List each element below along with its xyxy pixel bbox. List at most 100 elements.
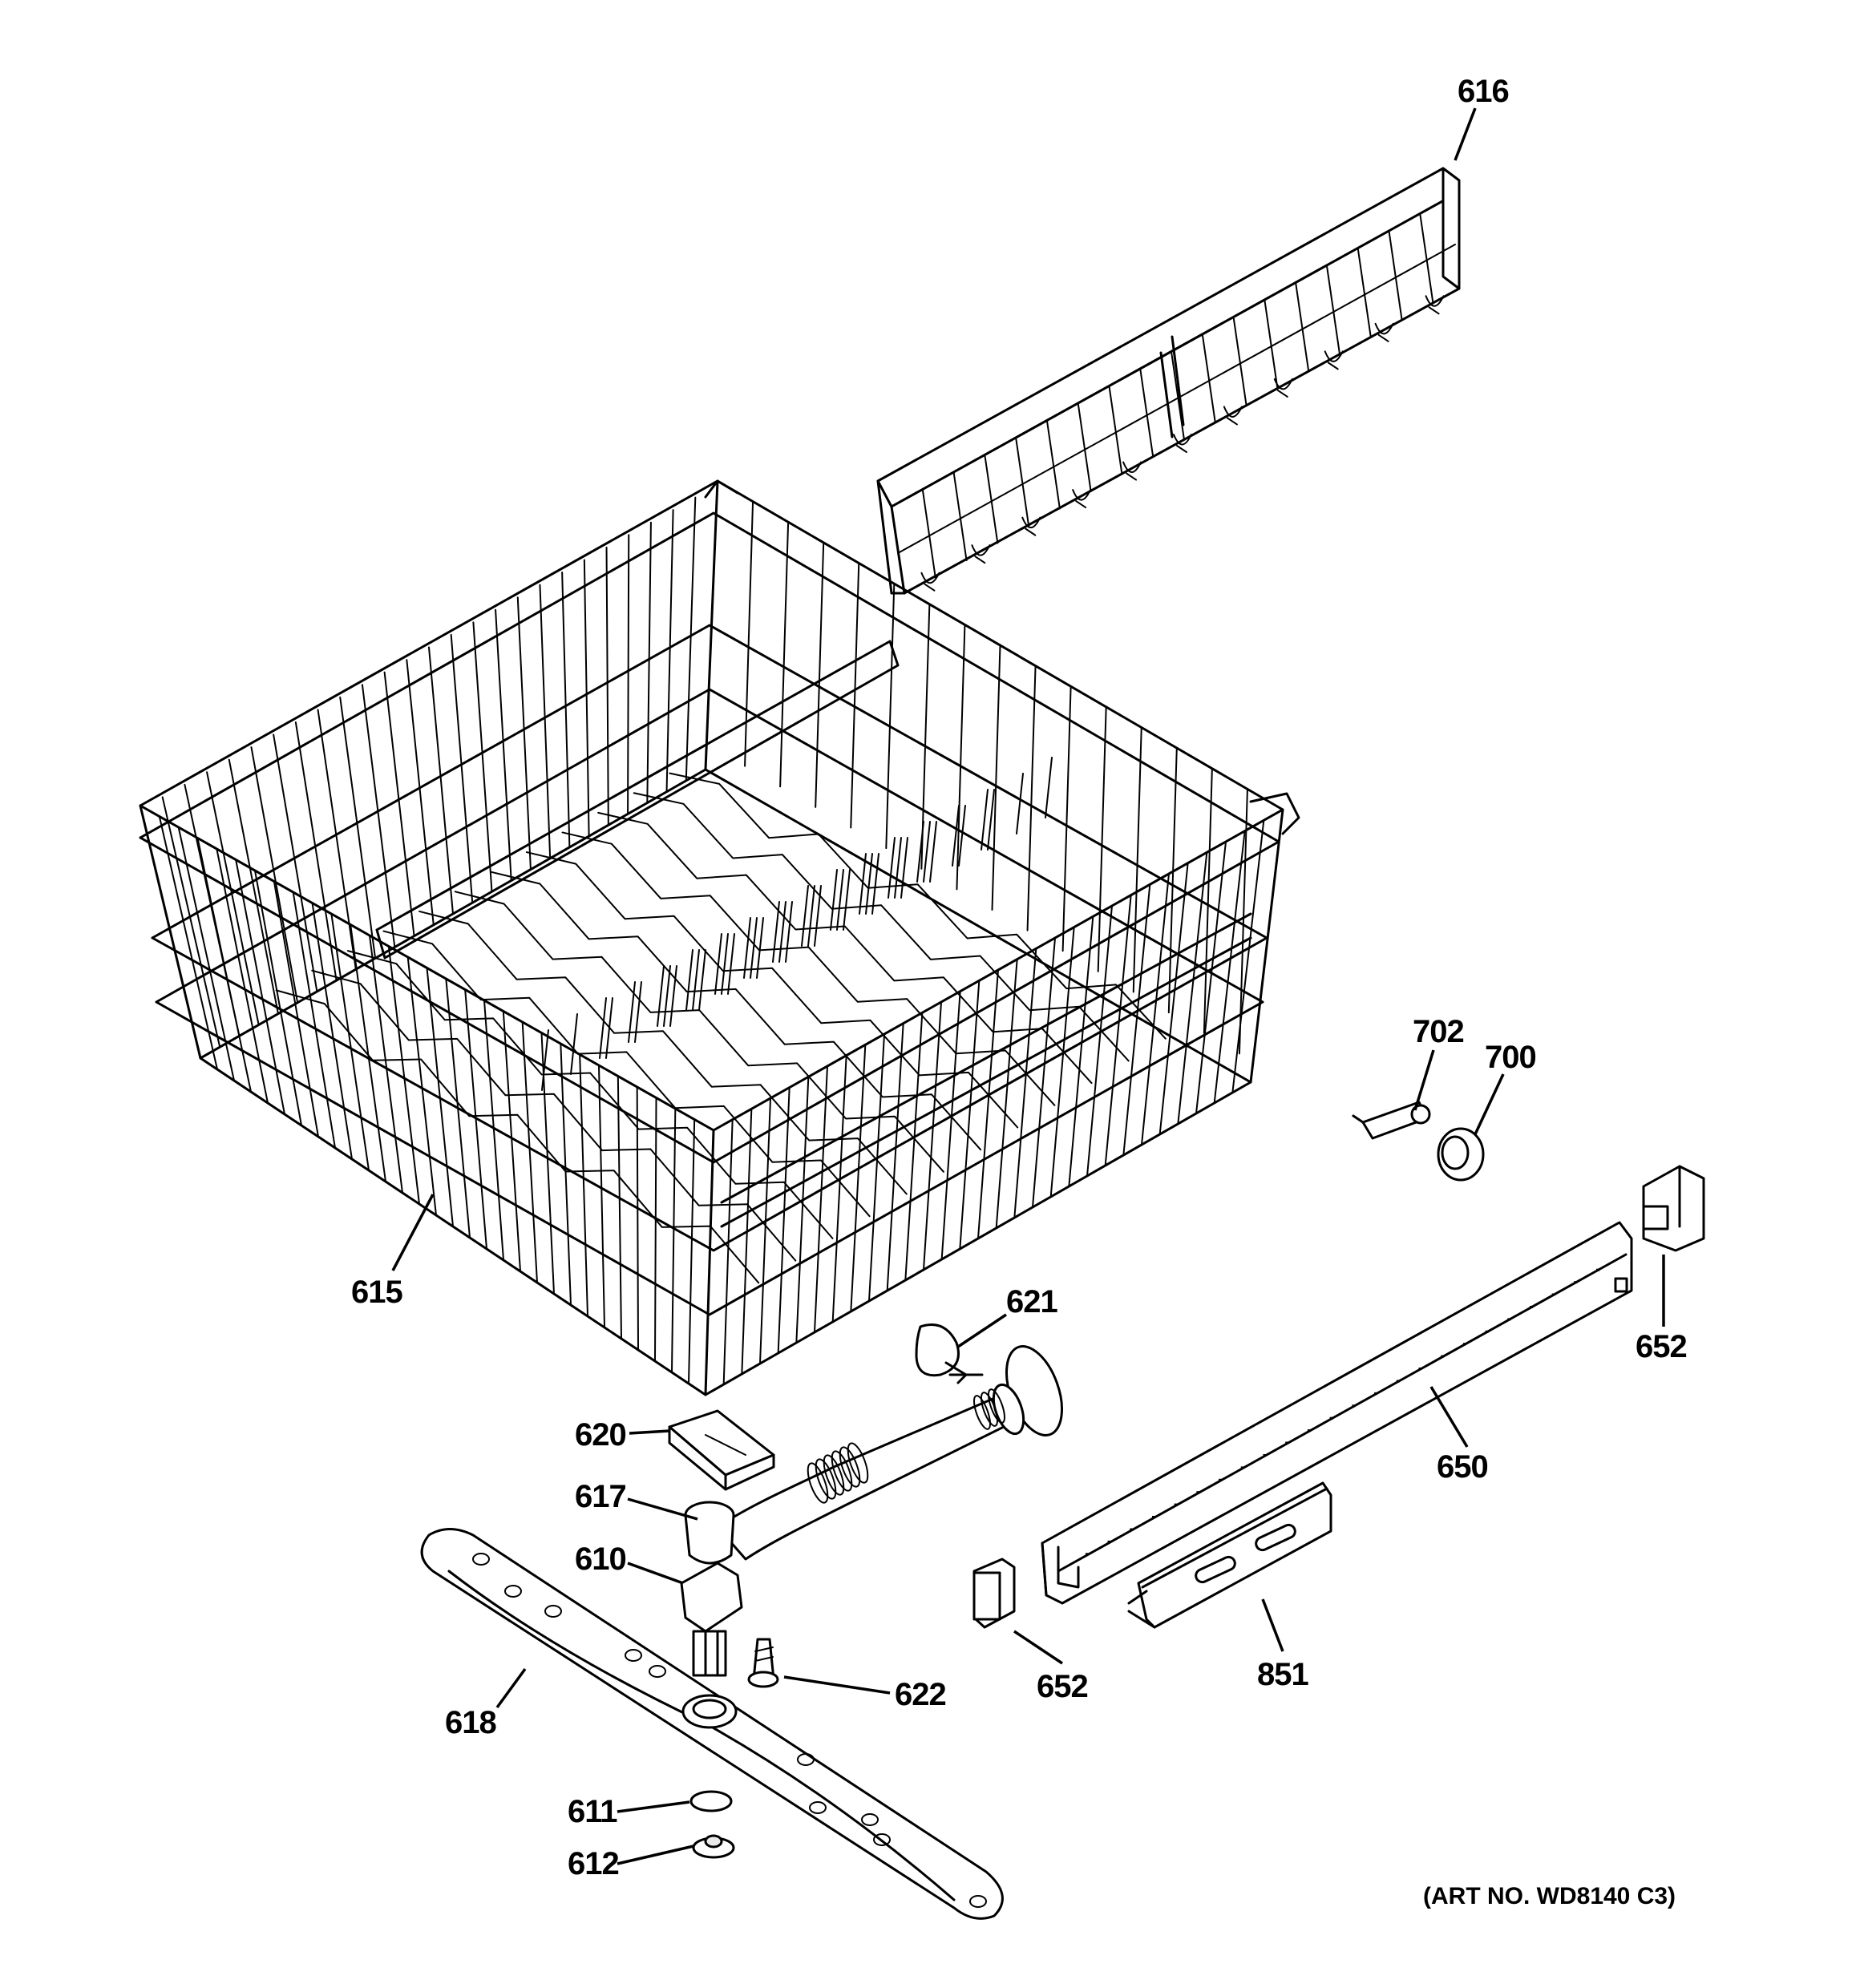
rack-tine [721, 933, 729, 995]
rail-hole [1507, 1318, 1511, 1321]
rack-tine [599, 997, 607, 1059]
rack-wire [361, 684, 396, 948]
rack-wire [311, 902, 353, 1160]
rack-slide-851[interactable] [1127, 1481, 1332, 1629]
rail-hole [1107, 1540, 1111, 1543]
rail-hole [1263, 1454, 1267, 1457]
screw-622[interactable] [747, 1638, 779, 1688]
rail-hole [1285, 1441, 1289, 1445]
rack-wire [923, 1001, 942, 1271]
rack-wire [1141, 873, 1170, 1146]
rack-wire [1104, 894, 1132, 1166]
rail-hole [1152, 1516, 1155, 1518]
feed-tube-617[interactable] [684, 1339, 1073, 1565]
tine-hook [1223, 406, 1243, 426]
tube-ring [815, 1458, 837, 1500]
nut-612[interactable] [692, 1834, 735, 1859]
rack-floor-wire [669, 772, 1167, 1040]
rack-wire [1167, 747, 1178, 1014]
tine-crossbar [897, 244, 1456, 554]
rack-tine [657, 965, 665, 1027]
spray-hole [649, 1665, 666, 1678]
rack-wire [850, 1044, 867, 1312]
callout-611: 611 [568, 1794, 617, 1829]
rack-wire [1097, 705, 1107, 972]
hub-610[interactable] [680, 1562, 743, 1677]
rack-wire [1049, 926, 1075, 1198]
tine-row-616[interactable] [876, 167, 1461, 595]
rack-wire [350, 923, 386, 1182]
rack-wire [428, 646, 454, 915]
rack-wire [744, 500, 754, 767]
upper-rack-615[interactable] [139, 479, 1300, 1396]
rail-hole [1174, 1503, 1178, 1506]
rail-hole [1196, 1491, 1200, 1494]
rack-wire [722, 1118, 734, 1385]
rail-hole [1462, 1343, 1466, 1346]
rack-tine [843, 869, 851, 931]
rack-wire [815, 541, 825, 808]
rack-wire [254, 870, 302, 1126]
rack-wire [777, 1086, 790, 1354]
rack-wire [579, 1053, 588, 1317]
spray-hole [625, 1649, 642, 1662]
rack-tine [801, 885, 809, 947]
rack-wire [273, 880, 319, 1137]
tine-bar [1139, 368, 1154, 458]
callout-610: 610 [575, 1542, 626, 1577]
rack-floor-wire [525, 851, 1019, 1129]
tine-bar [1045, 419, 1061, 510]
rack-wire [617, 1075, 622, 1339]
rack-wire [1231, 819, 1265, 1093]
callout-700: 700 [1485, 1040, 1536, 1075]
tine-hook [920, 572, 940, 592]
tine-hook [1173, 434, 1192, 453]
rack-rail-650[interactable] [1041, 1221, 1633, 1605]
rack-wire [646, 521, 652, 804]
cover-620[interactable] [668, 1409, 775, 1491]
tine-bar [1015, 437, 1030, 527]
rack-wire [294, 721, 338, 982]
rack-tine [727, 933, 735, 995]
tube-ring [988, 1388, 1005, 1424]
tine-bar [1232, 316, 1247, 406]
callout-652-right: 652 [1636, 1329, 1687, 1364]
rack-wire [1086, 905, 1113, 1177]
washer-611[interactable] [689, 1790, 733, 1812]
clamp-621[interactable] [915, 1323, 984, 1384]
rack-wire [868, 1033, 885, 1302]
rail-hole [1329, 1416, 1333, 1420]
rack-floor-wire [418, 910, 908, 1195]
rack-wire [977, 969, 999, 1239]
rack-wire [779, 521, 790, 788]
rail-hole [1574, 1281, 1578, 1284]
rack-tine [830, 869, 838, 931]
clip-702[interactable] [1352, 1101, 1431, 1140]
rack-wire [250, 746, 299, 1004]
spray-arm-618[interactable] [420, 1528, 1004, 1920]
rack-wire [273, 733, 318, 992]
tine-bar [984, 454, 999, 544]
rail-hole [1441, 1355, 1445, 1358]
rack-tine [756, 917, 764, 979]
end-cap-652-left[interactable] [972, 1558, 1016, 1629]
rail-hole [1240, 1466, 1244, 1469]
rack-floor-wire [597, 811, 1093, 1085]
rack-wire [483, 1000, 504, 1261]
rail-hole [1374, 1392, 1378, 1395]
rack-tine [541, 1029, 549, 1091]
rack-wire [627, 534, 630, 815]
rack-wire [521, 1021, 538, 1283]
rack-floor-wire [633, 792, 1130, 1062]
end-cap-652-right[interactable] [1642, 1165, 1705, 1252]
tine-bar [1171, 350, 1185, 441]
roller-700[interactable] [1437, 1127, 1485, 1182]
rack-tine [634, 981, 642, 1043]
rack-tine [871, 853, 879, 915]
rail-hole [1396, 1380, 1400, 1383]
tine-bar [921, 488, 936, 579]
callout-851: 851 [1257, 1657, 1308, 1692]
rack-tine [981, 789, 989, 851]
rack-wire [161, 796, 221, 1049]
rack-wire [502, 1010, 521, 1272]
